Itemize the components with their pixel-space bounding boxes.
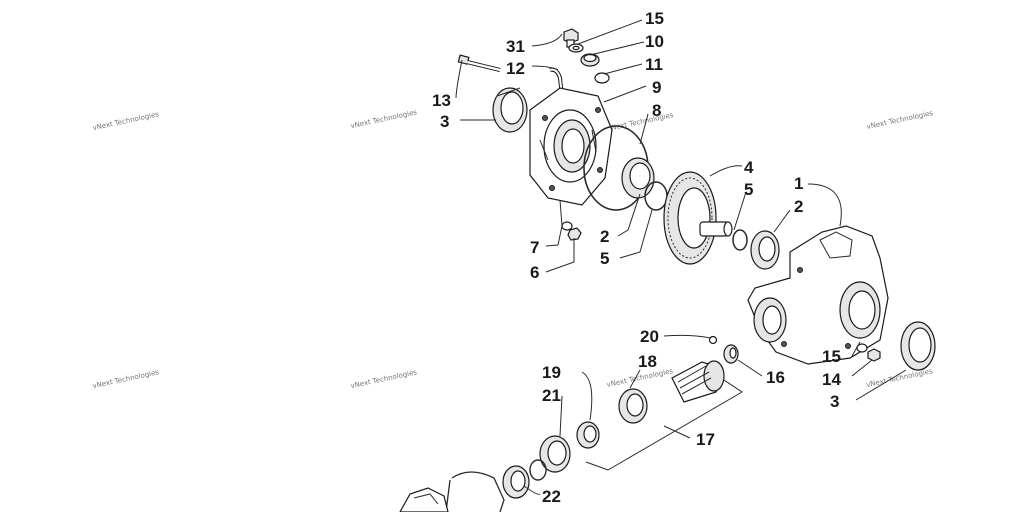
- callout-2-left: 2: [600, 227, 609, 246]
- svg-text:vNext Technologies: vNext Technologies: [92, 368, 160, 390]
- part-washer-7: [561, 221, 573, 231]
- part-bearing-18: [618, 388, 648, 424]
- callout-1: 1: [794, 174, 803, 193]
- part-vent-tube-12: [549, 67, 564, 97]
- callout-14: 14: [822, 370, 841, 389]
- part-bearing-2-top: [621, 157, 655, 199]
- callout-3-right: 3: [830, 392, 839, 411]
- part-pin-20: [708, 335, 718, 345]
- part-bearing-21: [539, 435, 571, 473]
- part-cover-9: [529, 87, 613, 206]
- callout-4: 4: [744, 158, 754, 177]
- callout-9: 9: [652, 78, 661, 97]
- part-bolt-13: [457, 54, 501, 72]
- part-lower-housing: [399, 487, 449, 512]
- part-bearing-2-right: [750, 230, 780, 270]
- callout-8: 8: [652, 101, 661, 120]
- part-snap-ring: [529, 459, 547, 481]
- part-sleeve-16: [723, 344, 739, 364]
- callout-13: 13: [432, 91, 451, 110]
- part-oring-11: [594, 72, 610, 84]
- callout-19: 19: [542, 363, 561, 382]
- part-seal-3-top: [492, 87, 528, 133]
- callout-10: 10: [645, 32, 664, 51]
- part-plug-10: [580, 53, 600, 67]
- watermark-8: vNext Technologies: [865, 367, 933, 389]
- callout-11: 11: [645, 55, 663, 74]
- part-seal-3-right: [900, 321, 936, 371]
- callout-21: 21: [542, 386, 561, 405]
- callout-16: 16: [766, 368, 785, 387]
- callout-22: 22: [542, 487, 561, 506]
- part-shim-5-top: [644, 181, 668, 211]
- callout-17: 17: [696, 430, 715, 449]
- part-bushing-19: [576, 421, 600, 449]
- watermark-2: vNext Technologies: [350, 108, 418, 130]
- bracket-17: [585, 379, 743, 471]
- part-bolt-14: [867, 348, 881, 362]
- svg-text:vNext Technologies: vNext Technologies: [866, 109, 934, 131]
- svg-text:vNext Technologies: vNext Technologies: [350, 368, 418, 390]
- svg-text:vNext Technologies: vNext Technologies: [92, 110, 160, 132]
- callout-2-right: 2: [794, 197, 803, 216]
- callout-7: 7: [530, 238, 539, 257]
- callout-15-top: 15: [645, 9, 664, 28]
- callout-20: 20: [640, 327, 659, 346]
- watermark-4: vNext Technologies: [866, 109, 934, 131]
- watermark-5: vNext Technologies: [92, 368, 160, 390]
- part-shim-5-right: [732, 229, 748, 251]
- leader-lines: [455, 19, 907, 495]
- callout-31: 31: [506, 37, 525, 56]
- callout-18: 18: [638, 352, 657, 371]
- svg-text:vNext Technologies: vNext Technologies: [606, 111, 674, 133]
- part-gasket: [445, 471, 505, 512]
- watermark-6: vNext Technologies: [350, 368, 418, 390]
- callout-12: 12: [506, 59, 525, 78]
- watermark-1: vNext Technologies: [92, 110, 160, 132]
- part-nut-6: [567, 227, 582, 241]
- callout-15-right: 15: [822, 347, 841, 366]
- watermark-3: vNext Technologies: [606, 111, 674, 133]
- svg-text:vNext Technologies: vNext Technologies: [865, 367, 933, 389]
- part-bolt-31: [563, 28, 579, 48]
- part-housing-1: [747, 225, 889, 365]
- callout-5-left: 5: [600, 249, 609, 268]
- part-washer-15-top: [568, 43, 584, 53]
- svg-text:vNext Technologies: vNext Technologies: [350, 108, 418, 130]
- part-ring-gear-4: [663, 171, 733, 265]
- callout-5-right: 5: [744, 180, 753, 199]
- callout-3-top: 3: [440, 112, 449, 131]
- part-pinion-shaft: [671, 360, 725, 403]
- callout-6: 6: [530, 263, 539, 282]
- part-bearing-22: [502, 465, 530, 499]
